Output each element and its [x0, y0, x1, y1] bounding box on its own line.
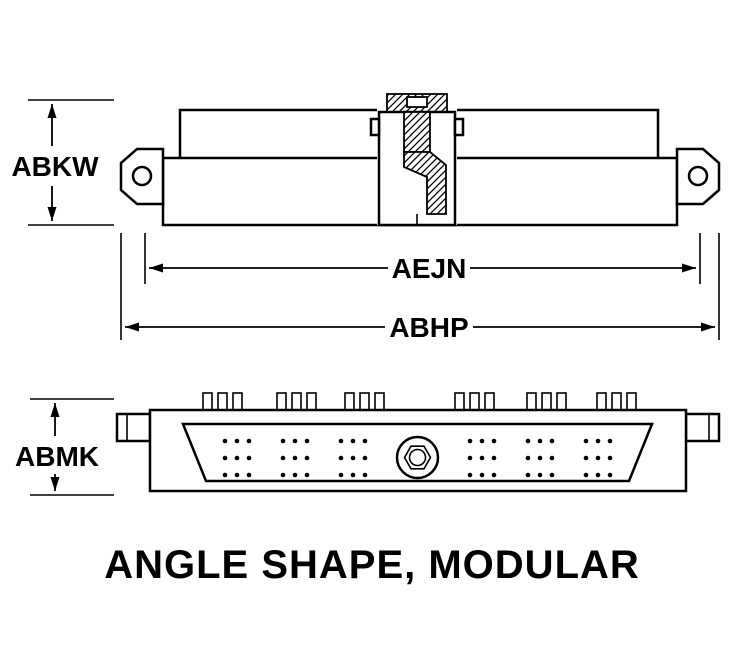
drawing-title: ANGLE SHAPE, MODULAR — [104, 543, 640, 587]
clamp-left-lug — [369, 117, 381, 137]
center-jackscrew — [395, 435, 440, 480]
nut-center-hole — [408, 448, 427, 467]
screw-shaft-section — [403, 111, 431, 153]
clamp-right-lug — [453, 117, 465, 137]
nut-outer-circle — [395, 435, 440, 480]
label-abmk: ABMK — [15, 441, 99, 472]
left-end-tab — [115, 412, 152, 443]
dim-abmk: ABMK — [15, 398, 114, 496]
contact-inset-trapezoid — [181, 422, 654, 483]
right-ear-hole — [687, 165, 709, 187]
dim-abkw: ABKW — [11, 99, 114, 226]
label-abhp: ABHP — [389, 312, 468, 343]
right-mount-ear — [675, 147, 721, 206]
dim-abhp: ABHP — [120, 233, 720, 343]
right-end-tab — [684, 412, 721, 443]
label-aejn: AEJN — [392, 253, 467, 284]
pin-row — [202, 392, 637, 412]
left-ear-hole — [131, 165, 153, 187]
top-view-connector — [119, 93, 721, 227]
nut-hex — [403, 445, 432, 470]
left-mount-ear — [119, 147, 165, 206]
label-abkw: ABKW — [11, 151, 99, 182]
clamp-plate-section — [403, 151, 447, 215]
bottom-view-connector — [115, 392, 721, 493]
center-clamp-assembly — [369, 93, 465, 227]
screw-slot — [406, 96, 428, 108]
dim-aejn: AEJN — [144, 233, 701, 284]
